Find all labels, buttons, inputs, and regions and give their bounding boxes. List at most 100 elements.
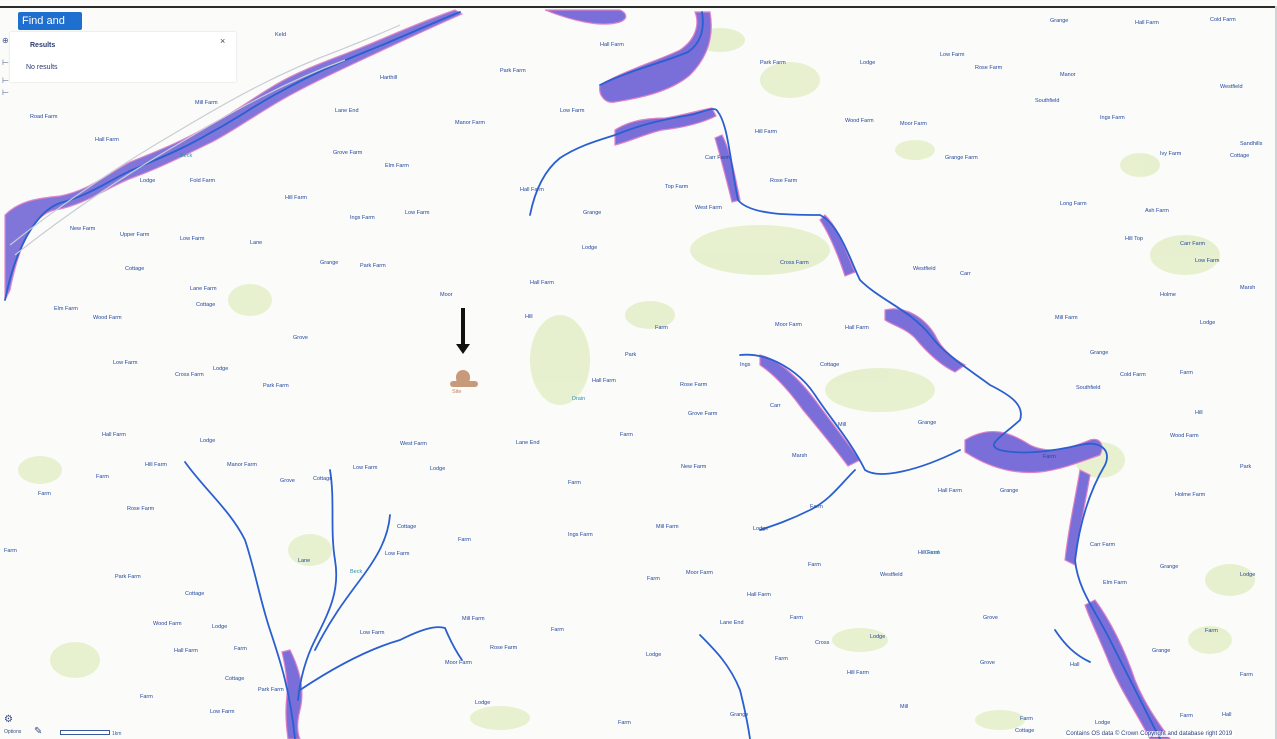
place-label: Cross Farm (780, 260, 809, 266)
zoom-icon[interactable]: ⊕ (2, 36, 9, 45)
place-label: Moor (440, 292, 453, 298)
place-label: Low Farm (385, 551, 410, 557)
site-marker-icon[interactable] (456, 370, 470, 384)
place-label: Elm Farm (1103, 580, 1127, 586)
scale-label: 1km (112, 731, 122, 737)
place-label: Lodge (200, 438, 216, 444)
place-label: Rose Farm (975, 65, 1003, 71)
place-label: Grove Farm (333, 150, 363, 156)
place-label: Farm (1020, 716, 1033, 722)
place-label: Park (625, 352, 637, 358)
options-icon[interactable]: ⚙ (4, 714, 13, 725)
place-label: Carr Farm (1090, 542, 1116, 548)
place-label: Long Farm (1060, 201, 1087, 207)
place-label: Low Farm (353, 465, 378, 471)
place-label: Cold Farm (1210, 17, 1236, 23)
place-label: Marsh (792, 453, 808, 459)
pointer-arrow-icon (461, 308, 465, 346)
place-label: Lane End (720, 620, 744, 626)
place-label: Hill Farm (285, 195, 307, 201)
place-label: Hall Farm (102, 432, 126, 438)
close-icon[interactable]: × (220, 36, 226, 46)
place-label: Farm (458, 537, 471, 543)
site-marker-label: Site (452, 389, 462, 395)
place-label: Cottage (397, 524, 417, 530)
place-label: Road Farm (30, 114, 58, 120)
place-label: Grange (1152, 648, 1171, 654)
place-label: Lodge (430, 466, 446, 472)
place-label: Farm (647, 576, 660, 582)
place-label: Farm (790, 615, 803, 621)
roads (9, 24, 401, 256)
place-label: Cottage (313, 476, 333, 482)
place-label: Mill Farm (195, 100, 218, 106)
place-label: Hill Farm (755, 129, 777, 135)
place-label: Hall Farm (938, 488, 962, 494)
place-label: Holme (1160, 292, 1176, 298)
place-label: Farm (655, 325, 668, 331)
woodland-areas (18, 28, 1255, 730)
place-label: Ivy Farm (1160, 151, 1182, 157)
place-label: Grove (983, 615, 998, 621)
place-label: Farm (4, 548, 17, 554)
legend-icon[interactable]: ✎ (34, 726, 43, 737)
place-label: West Farm (695, 205, 722, 211)
place-label: Cross Farm (175, 372, 204, 378)
place-label: Farm (234, 646, 247, 652)
place-label: Hall Farm (520, 187, 544, 193)
place-label: Park Farm (263, 383, 289, 389)
place-label: Hill (525, 314, 533, 320)
place-label: Elm Farm (385, 163, 409, 169)
place-label: Wood Farm (93, 315, 122, 321)
search-button[interactable]: Find and fit... (18, 12, 82, 45)
place-label: Manor Farm (227, 462, 257, 468)
place-label: Grange (583, 210, 602, 216)
place-label: Farm (38, 491, 51, 497)
place-label: Cottage (1230, 153, 1250, 159)
place-label: Lane (298, 558, 311, 564)
map-attribution: Contains OS data © Crown Copyright and d… (1064, 731, 1235, 737)
tool-icon[interactable]: ⊢ (2, 88, 9, 97)
place-label: Hill Top (1125, 236, 1143, 242)
layer-icon[interactable]: ⊢ (2, 76, 9, 85)
frame-top-border (0, 6, 1277, 8)
place-label: Lane (250, 240, 263, 246)
place-label: Hill (1195, 410, 1203, 416)
place-label: Low Farm (1195, 258, 1220, 264)
measure-icon[interactable]: ⊢ (2, 58, 9, 67)
place-label: Grange Farm (945, 155, 978, 161)
place-label: Cottage (125, 266, 145, 272)
water-label: Drain (572, 396, 586, 402)
place-label: Carr (770, 403, 781, 409)
place-label: Farm (808, 562, 821, 568)
place-label: Farm (140, 694, 153, 700)
place-label: Elm Farm (54, 306, 78, 312)
place-label: Lodge (212, 624, 228, 630)
place-label: Mill Farm (656, 524, 679, 530)
place-label: Grange (730, 712, 749, 718)
place-label: Grove (280, 478, 295, 484)
place-label: Hall (1222, 712, 1232, 718)
place-label: Farm (1043, 454, 1056, 460)
place-label: West Farm (400, 441, 427, 447)
place-label: Ings Farm (350, 215, 375, 221)
place-label: Rose Farm (770, 178, 798, 184)
place-label: Manor (1060, 72, 1076, 78)
place-label: Low Farm (405, 210, 430, 216)
place-label: Hall Farm (845, 325, 869, 331)
place-label: Ings Farm (1100, 115, 1125, 121)
place-label: Farm (568, 480, 581, 486)
place-label: Marsh (1240, 285, 1256, 291)
place-label: Grove (293, 335, 308, 341)
place-label: Farm (1205, 628, 1218, 634)
place-label: Grange (918, 420, 937, 426)
place-label: Southfield (1035, 98, 1060, 104)
place-label: Hill Farm (847, 670, 869, 676)
place-label: Sandhills (1240, 141, 1263, 147)
place-label: Hall Farm (600, 42, 624, 48)
place-label: Farm (775, 656, 788, 662)
place-label: Park Farm (115, 574, 141, 580)
place-label: Low Farm (113, 360, 138, 366)
place-label: Farm (618, 720, 631, 726)
